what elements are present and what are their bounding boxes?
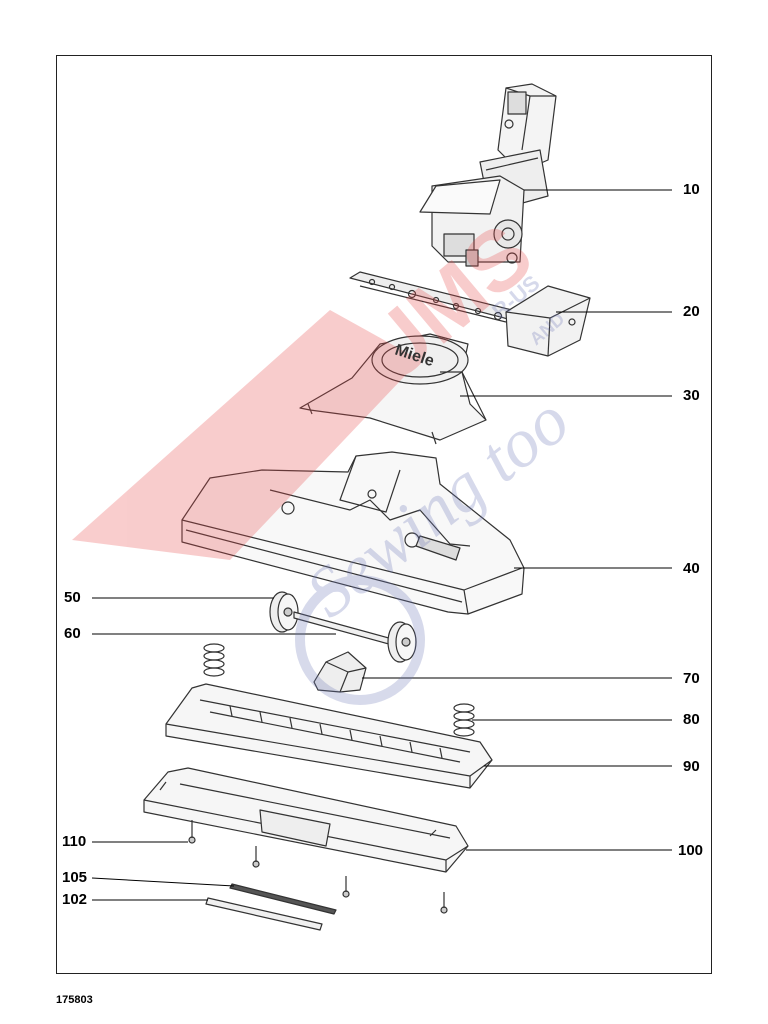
main-housing-part <box>181 451 525 615</box>
part-label-40: 40 <box>683 560 700 577</box>
screws-part <box>188 820 448 914</box>
part-label-102: 102 <box>62 891 88 908</box>
part-label-100: 100 <box>678 842 704 859</box>
part-label-60: 60 <box>64 625 81 642</box>
part-label-110: 110 <box>62 833 87 850</box>
part-label-30: 30 <box>683 387 700 404</box>
top-cover-part <box>299 333 487 445</box>
clip-part <box>313 651 367 693</box>
axle-bracket-part <box>349 271 591 357</box>
spring-right-part <box>453 703 475 737</box>
document-id: 175803 <box>56 994 93 1006</box>
part-label-105: 105 <box>62 869 88 886</box>
part-label-90: 90 <box>683 758 700 775</box>
part-label-10: 10 <box>683 181 700 198</box>
part-label-80: 80 <box>683 711 700 728</box>
wheel-assembly-part <box>269 591 417 663</box>
leader-lines <box>91 189 672 901</box>
sole-frame-part <box>165 683 493 789</box>
part-label-50: 50 <box>64 589 81 606</box>
part-label-70: 70 <box>683 670 700 687</box>
strip-102-part <box>205 897 323 931</box>
spring-left-part <box>203 643 225 677</box>
part-label-20: 20 <box>683 303 700 320</box>
diagram-frame <box>56 55 712 974</box>
strip-105-part <box>229 883 337 915</box>
base-plate-part <box>143 767 469 873</box>
swivel-neck-part <box>419 83 557 267</box>
